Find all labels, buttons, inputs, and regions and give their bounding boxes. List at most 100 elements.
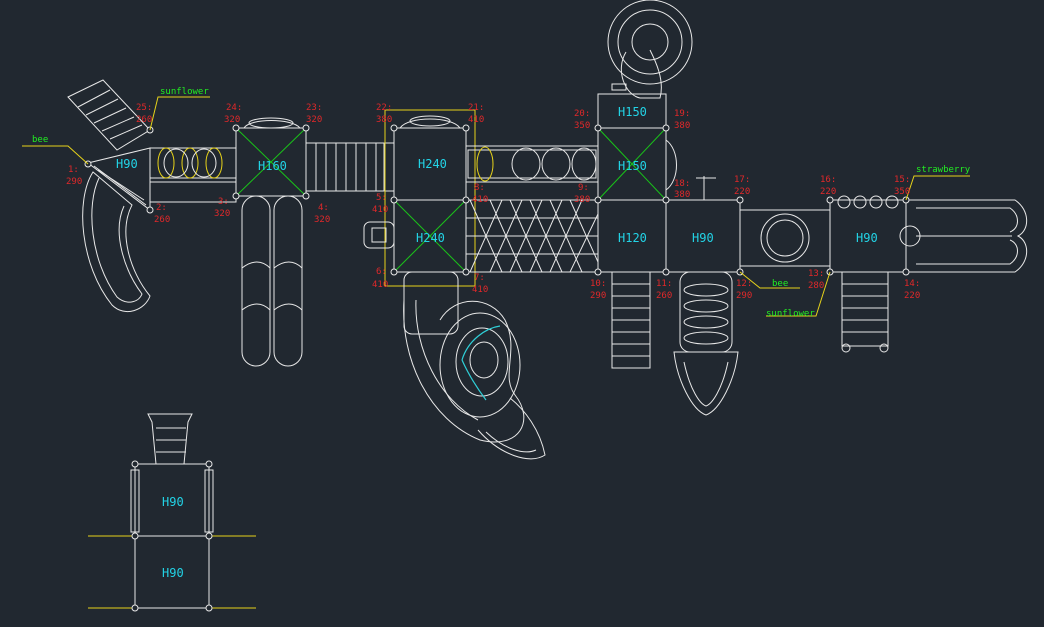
crawl-tunnel-right [465, 145, 599, 183]
post-number: 11: [656, 279, 672, 289]
deck-label: H90 [856, 231, 878, 245]
post-height: 410 [372, 205, 388, 215]
tube-crawler [739, 209, 831, 267]
post-height: 320 [314, 215, 330, 225]
note-bee-right: bee [772, 279, 788, 289]
post-height: 380 [574, 195, 590, 205]
slide-right [899, 199, 1028, 273]
deck-H90-left [86, 147, 151, 212]
post-label-1: 1:290 [66, 165, 82, 187]
post-number: 23: [306, 103, 322, 113]
post-height: 220 [734, 187, 750, 197]
note-strawberry: strawberry [916, 165, 971, 175]
post-label-6: 6:410 [372, 267, 388, 290]
post-label-21: 21:410 [468, 103, 484, 125]
deck-H150-lower [597, 127, 677, 201]
post-number: 6: [376, 267, 387, 277]
post-label-5: 5:410 [372, 193, 388, 215]
post-height: 260 [656, 291, 672, 301]
deck-label: H240 [418, 157, 447, 171]
post-number: 12: [736, 279, 752, 289]
post-height: 290 [590, 291, 606, 301]
post-height: 220 [904, 291, 920, 301]
post-number: 15: [894, 175, 910, 185]
bridge-H160-H240 [305, 142, 395, 192]
post-label-10: 10:290 [590, 279, 606, 301]
post-label-3: 3:320 [214, 197, 230, 219]
post-label-24: 24:320 [224, 103, 242, 125]
post-height: 350 [894, 187, 910, 197]
post-label-25: 25:260 [136, 103, 152, 125]
post-number: 24: [226, 103, 242, 113]
post-height: 410 [472, 195, 488, 205]
post-number: 1: [68, 165, 79, 175]
post-label-16: 16:220 [820, 175, 836, 197]
post-number: 8: [474, 183, 485, 193]
post-height: 290 [66, 177, 82, 187]
post-number: 10: [590, 279, 606, 289]
deck-label: H90 [162, 495, 184, 509]
post-number: 7: [474, 273, 485, 283]
post-label-4: 4:320 [314, 203, 330, 225]
post-label-12: 12:290 [736, 279, 752, 301]
post-height: 410 [372, 280, 388, 290]
ladder-right [841, 271, 889, 353]
post-number: 16: [820, 175, 836, 185]
post-label-14: 14:220 [904, 279, 920, 301]
double-slide-H160 [241, 195, 303, 367]
post-label-9: 9:380 [574, 183, 590, 205]
post-number: 20: [574, 109, 590, 119]
post-label-18: 18:380 [674, 179, 690, 200]
post-label-11: 11:260 [656, 279, 672, 301]
post-height: 380 [376, 115, 392, 125]
note-leaders [22, 96, 970, 317]
post-label-8: 8:410 [472, 183, 488, 205]
post-label-13: 13:280 [808, 269, 824, 291]
post-number: 9: [578, 183, 589, 193]
note-bee-left: bee [32, 135, 48, 145]
post-number: 2: [156, 203, 167, 213]
post-number: 25: [136, 103, 152, 113]
post-number: 22: [376, 103, 392, 113]
post-number: 19: [674, 109, 690, 119]
deck-label: H90 [116, 157, 138, 171]
post-height: 220 [820, 187, 836, 197]
post-height: 320 [306, 115, 322, 125]
post-height: 260 [154, 215, 170, 225]
note-sunflower-top: sunflower [160, 87, 209, 97]
deck-label: H120 [618, 231, 647, 245]
deck-label: H90 [162, 566, 184, 580]
post-height: 380 [674, 121, 690, 131]
note-sunflower-bottom: sunflower [766, 309, 815, 319]
post-number: 4: [318, 203, 329, 213]
caterpillar-climber [673, 271, 739, 416]
post-height: 260 [136, 115, 152, 125]
climbing-net [465, 199, 599, 273]
post-height: 320 [214, 209, 230, 219]
post-markers [84, 124, 910, 276]
spiral-tube-slide [403, 271, 546, 460]
post-height: 280 [808, 281, 824, 291]
post-label-7: 7:410 [472, 273, 488, 295]
curved-slide-left [82, 171, 151, 313]
ladder-H120 [611, 271, 651, 369]
post-number: 14: [904, 279, 920, 289]
post-height: 350 [574, 121, 590, 131]
post-number: 17: [734, 175, 750, 185]
post-height: 410 [472, 285, 488, 295]
post-label-15: 15:350 [894, 175, 910, 197]
post-label-20: 20:350 [574, 109, 590, 131]
post-height: 380 [674, 190, 690, 200]
spiral-slide-top [607, 0, 693, 99]
side-elevation [88, 413, 256, 612]
deck-label: H160 [258, 159, 287, 173]
deck-label: H150 [618, 105, 647, 119]
deck-label: H240 [416, 231, 445, 245]
post-number: 18: [674, 179, 690, 189]
post-height: 320 [224, 115, 240, 125]
deck-label: H90 [692, 231, 714, 245]
post-label-2: 2:260 [154, 203, 170, 225]
post-label-17: 17:220 [734, 175, 750, 197]
